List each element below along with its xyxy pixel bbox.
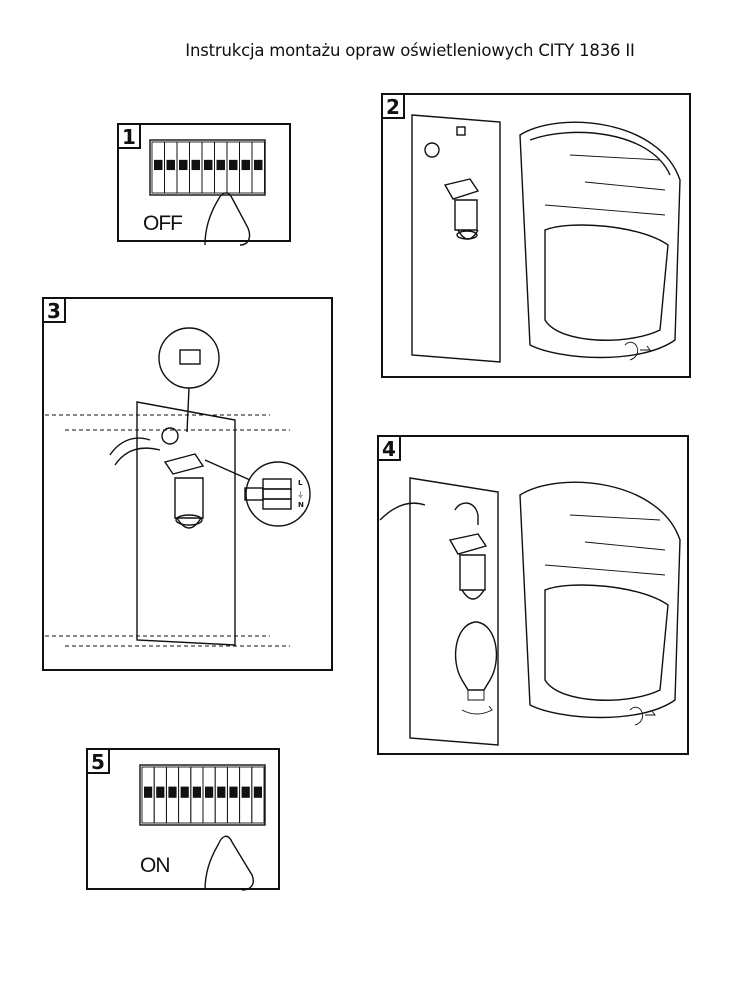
wiring-diagram-step3: [45, 327, 311, 647]
terminal-label-earth: ⏚: [297, 491, 304, 499]
breaker-module: [251, 766, 265, 824]
breaker-switch: [217, 786, 226, 798]
breaker-switch: [204, 159, 213, 171]
step-2-panel: 2: [381, 93, 691, 378]
breaker-switch: [254, 159, 263, 171]
breaker-switch: [241, 159, 250, 171]
terminal-label-l: L: [298, 479, 303, 487]
breaker-switch: [180, 786, 189, 798]
breaker-switch: [191, 159, 200, 171]
breaker-switch: [179, 159, 188, 171]
step-number: 3: [42, 297, 66, 323]
step-number: 4: [377, 435, 401, 461]
terminal-label-n: N: [298, 501, 304, 509]
breaker-switch: [229, 159, 238, 171]
document-title: Instrukcja montażu opraw oświetleniowych…: [185, 41, 635, 60]
breaker-switch: [144, 786, 153, 798]
step-3-panel: 3 L ⏚ N: [42, 297, 333, 671]
breaker-module: [251, 141, 265, 194]
step-number: 2: [381, 93, 405, 119]
bulb-installation-step4: [379, 477, 681, 746]
breaker-switch: [192, 786, 201, 798]
breaker-switch: [241, 786, 250, 798]
breaker-switch: [168, 786, 177, 798]
step-number: 1: [117, 123, 141, 149]
step-number: 5: [86, 748, 110, 774]
step-5-panel: 5 ON: [86, 748, 280, 890]
breaker-switch: [229, 786, 238, 798]
mounting-plate-and-housing-step2: [411, 114, 681, 363]
off-label: OFF: [143, 212, 183, 235]
breaker-switch: [154, 159, 163, 171]
breaker-switch: [166, 159, 175, 171]
step-4-panel: 4: [377, 435, 689, 755]
breaker-switch: [205, 786, 214, 798]
circuit-breaker-panel-on: [139, 764, 266, 891]
breaker-switch: [253, 786, 262, 798]
breaker-switch: [216, 159, 225, 171]
on-label: ON: [140, 854, 170, 877]
breaker-switch: [156, 786, 165, 798]
step-1-panel: 1 OFF: [117, 123, 291, 242]
